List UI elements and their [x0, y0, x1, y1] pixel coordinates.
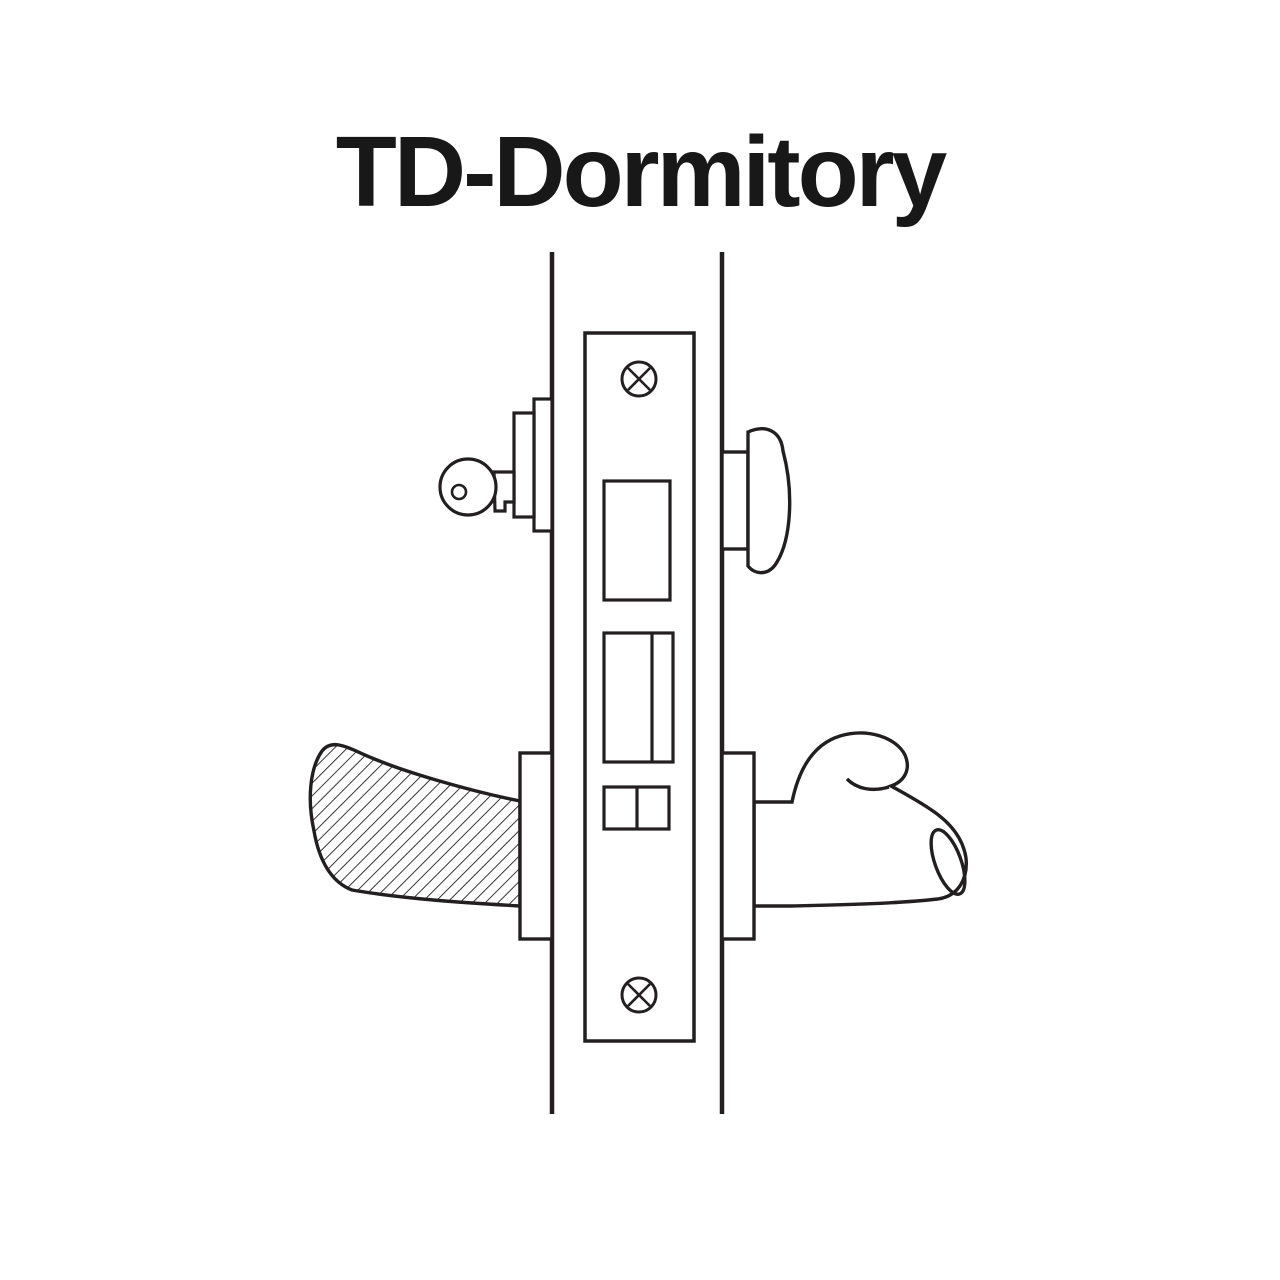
outside-lever-grip [752, 731, 968, 908]
diagram-title: TD-Dormitory [335, 116, 947, 228]
outside-lever-curl-line [845, 777, 890, 792]
key-bow-hole [450, 483, 468, 501]
mortise-lock-case [583, 331, 696, 1043]
thumbturn-wing [746, 427, 792, 575]
inside-lever-grip [308, 742, 522, 908]
thumbturn-hub [720, 450, 750, 551]
deadbolt-cutout [602, 631, 675, 764]
mortise-cylinder [512, 397, 554, 533]
auxiliary-latch-cutout [602, 785, 671, 831]
cylinder-body [512, 411, 536, 519]
mounting-screw-bottom-icon [620, 976, 658, 1014]
latchbolt-cutout [602, 479, 672, 602]
door-edge-lines [549, 252, 725, 1114]
outside-lever-hub [720, 751, 756, 941]
thumbturn [720, 427, 792, 575]
mounting-screw-top-icon [620, 360, 658, 398]
key-blade [492, 470, 516, 513]
inside-lever-hub [518, 751, 554, 941]
cylinder-flange [532, 397, 554, 533]
key-bow [438, 457, 498, 517]
inside-lever-hatched [308, 742, 554, 941]
key-icon [438, 457, 516, 517]
outside-lever [720, 731, 968, 941]
outside-lever-end-cap [929, 828, 967, 896]
